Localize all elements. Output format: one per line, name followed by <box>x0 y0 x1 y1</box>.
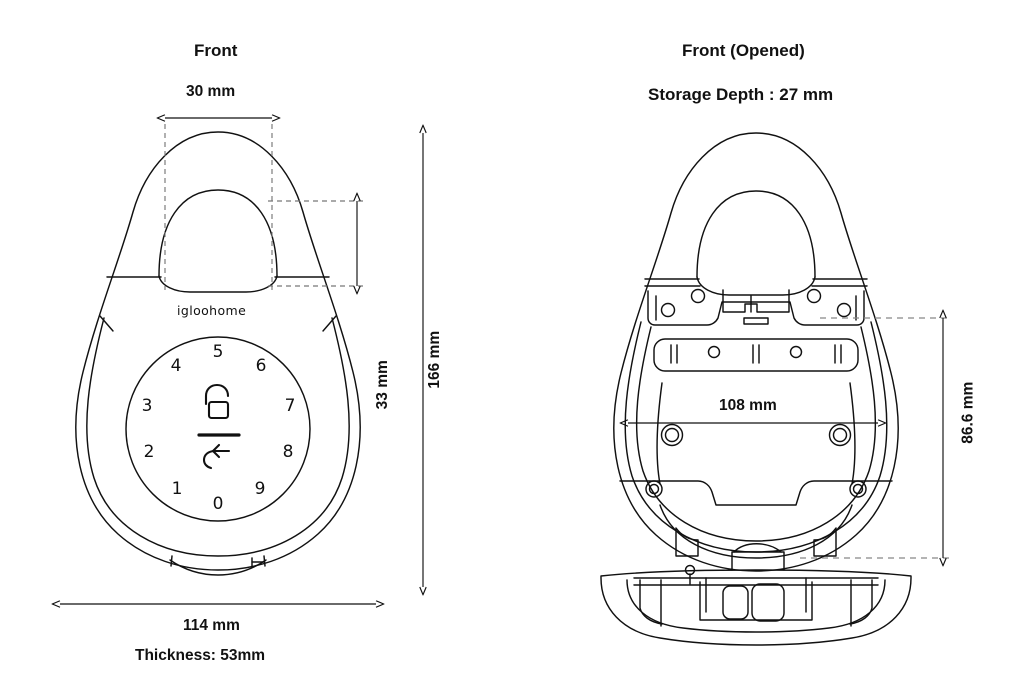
left-view-title: Front <box>194 41 238 60</box>
dim-label-114mm: 114 mm <box>183 617 240 634</box>
upper-chassis-plate <box>647 288 865 326</box>
keypad-digit-2[interactable]: 2 <box>143 442 155 462</box>
keypad-digit-4[interactable]: 4 <box>170 356 182 376</box>
ext-33mm <box>268 200 364 287</box>
dim-label-30mm: 30 mm <box>186 83 236 100</box>
bottom-latch <box>169 555 267 576</box>
keypad-digit-8[interactable]: 8 <box>282 442 294 462</box>
keypad-digit-9[interactable]: 9 <box>254 479 266 499</box>
dim-label-866mm: 86.6 mm <box>959 381 977 444</box>
opened-door <box>600 543 912 646</box>
storage-depth-label: Storage Depth : 27 mm <box>648 85 834 104</box>
storage-cavity <box>619 382 893 559</box>
interior-rail <box>653 338 859 372</box>
ext-30mm <box>164 124 273 290</box>
open-padlock-icon <box>204 383 230 420</box>
keypad-digit-0[interactable]: 0 <box>212 494 224 514</box>
right-shackle <box>644 190 868 296</box>
keypad-digit-7[interactable]: 7 <box>284 396 296 416</box>
ext-866mm <box>800 317 952 559</box>
right-view-title: Front (Opened) <box>682 41 805 60</box>
bottom-notches <box>675 527 837 557</box>
keypad-digit-3[interactable]: 3 <box>141 396 153 416</box>
dim-label-thickness: Thickness: 53mm <box>135 647 266 664</box>
keypad-digit-1[interactable]: 1 <box>171 479 183 499</box>
dim-label-33mm: 33 mm <box>373 360 391 410</box>
back-arrow-icon <box>202 443 231 470</box>
keypad-digit-6[interactable]: 6 <box>255 356 267 376</box>
left-lock-outline <box>75 131 361 571</box>
brand-logo-text: igloohome <box>177 303 247 318</box>
dim-label-108mm: 108 mm <box>719 397 777 414</box>
dim-label-166mm: 166 mm <box>426 330 444 389</box>
keypad-circle <box>125 336 311 522</box>
keypad-digit-5[interactable]: 5 <box>212 342 224 362</box>
shackle-outline <box>106 189 330 293</box>
